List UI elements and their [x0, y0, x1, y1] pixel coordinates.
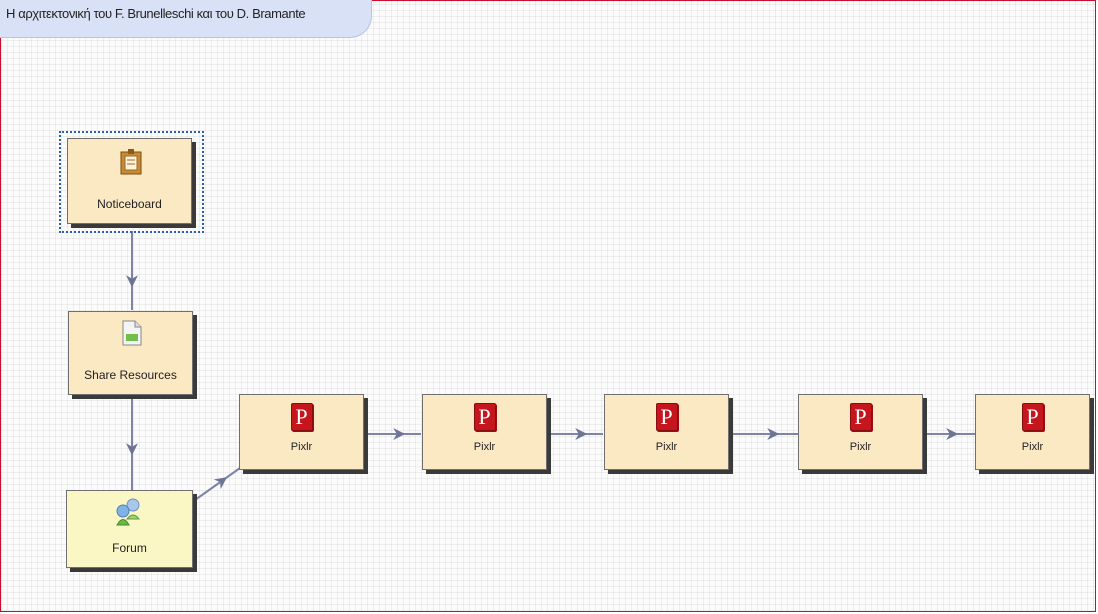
sequence-title-tab: Η αρχιτεκτονική του F. Brunelleschi και … [0, 0, 372, 38]
activity-label: Pixlr [290, 441, 313, 453]
pixlr-icon: P [473, 403, 496, 431]
pixlr-icon: P [655, 403, 678, 431]
activity-pixlr-5[interactable]: P Pixlr [975, 394, 1090, 470]
document-icon [122, 320, 142, 346]
forum-icon [116, 498, 141, 526]
selection-outline [59, 131, 204, 233]
noticeboard-icon [120, 149, 142, 175]
connector-forum-pixlr1 [194, 477, 227, 501]
activity-label: Pixlr [1021, 441, 1044, 453]
activity-share-resources[interactable]: Share Resources [68, 311, 193, 395]
pixlr-icon: P [1021, 403, 1044, 431]
activity-label: Noticeboard [97, 197, 162, 211]
pixlr-icon: P [849, 403, 872, 431]
activity-label: Share Resources [84, 368, 177, 382]
activity-label: Pixlr [473, 441, 496, 453]
activity-pixlr-2[interactable]: P Pixlr [422, 394, 547, 470]
sequence-title: Η αρχιτεκτονική του F. Brunelleschi και … [6, 6, 306, 21]
connector-forum-pixlr1-tail [225, 467, 241, 479]
activity-forum[interactable]: Forum [66, 490, 193, 568]
activity-pixlr-1[interactable]: P Pixlr [239, 394, 364, 470]
activity-pixlr-4[interactable]: P Pixlr [798, 394, 923, 470]
pixlr-icon: P [290, 403, 313, 431]
activity-label: Pixlr [849, 441, 872, 453]
activity-label: Forum [112, 541, 147, 555]
activity-noticeboard[interactable]: Noticeboard [67, 138, 192, 224]
activity-label: Pixlr [655, 441, 678, 453]
activity-pixlr-3[interactable]: P Pixlr [604, 394, 729, 470]
